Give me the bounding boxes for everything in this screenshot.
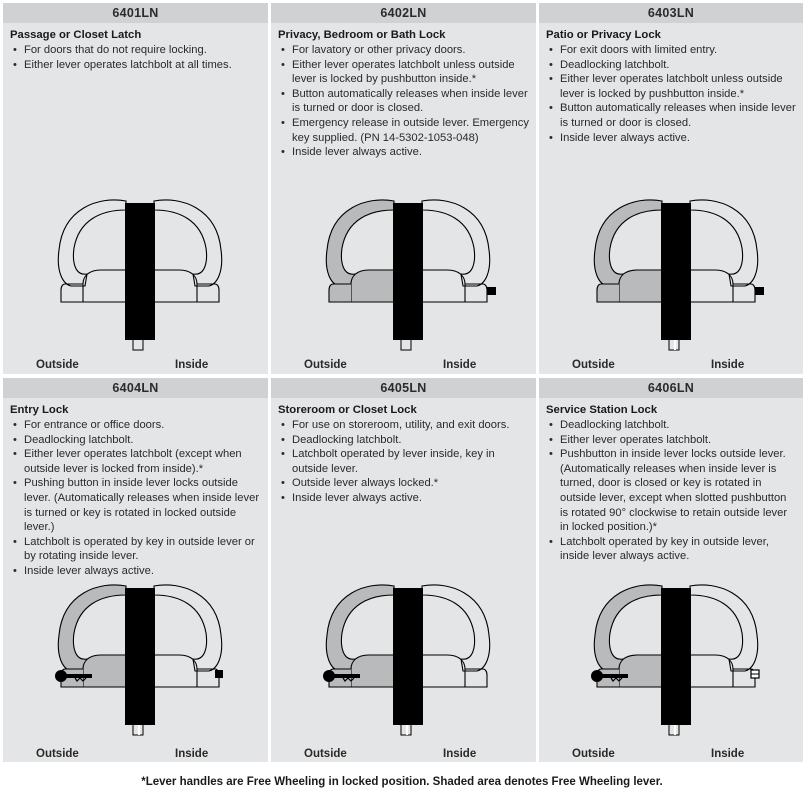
outside-label: Outside [304,359,347,371]
feature-list: For doors that do not require locking. E… [10,43,262,72]
outside-label: Outside [36,359,79,371]
lever-diagram-privacy [325,199,496,351]
outside-label: Outside [572,359,615,371]
card-title: Storeroom or Closet Lock [278,404,417,416]
lever-diagram-entry [55,584,223,736]
slotted-pushbutton-icon [750,669,760,679]
door-edge [661,203,691,340]
inside-label: Inside [443,359,477,371]
door-edge [661,588,691,725]
key-icon [55,670,92,682]
lock-card-6402ln: 6402LN Privacy, Bedroom or Bath Lock For… [271,3,536,374]
feature-list: For entrance or office doors. Deadlockin… [10,418,262,579]
door-edge [393,203,423,340]
feature-list: For use on storeroom, utility, and exit … [278,418,530,506]
feature-list: For exit doors with limited entry. Deadl… [546,43,797,145]
feature-item: Either lever operates latchbolt. [546,433,797,448]
feature-item: Either lever operates latchbolt unless o… [278,58,530,87]
feature-item: For entrance or office doors. [10,418,262,433]
lever-diagram-passage [57,199,223,351]
feature-item: Deadlocking latchbolt. [278,433,530,448]
lever-diagram-storeroom [323,584,491,736]
feature-item: Deadlocking latchbolt. [10,433,262,448]
lock-card-6404ln: 6404LN Entry Lock For entrance or office… [3,378,268,762]
feature-item: For use on storeroom, utility, and exit … [278,418,530,433]
feature-item: Inside lever always active. [546,131,797,146]
card-code: 6402LN [271,3,536,23]
footnote: *Lever handles are Free Wheeling in lock… [141,776,663,788]
pushbutton [487,287,496,295]
feature-list: For lavatory or other privacy doors. Eit… [278,43,530,160]
feature-item: Inside lever always active. [10,564,262,579]
lever-diagram-service-station [591,584,760,736]
latchbolt [132,340,144,351]
card-title: Privacy, Bedroom or Bath Lock [278,29,446,41]
lock-card-6406ln: 6406LN Service Station Lock Deadlocking … [539,378,803,762]
card-code: 6403LN [539,3,803,23]
lock-card-6403ln: 6403LN Patio or Privacy Lock For exit do… [539,3,803,374]
feature-item: Either lever operates latchbolt (except … [10,447,262,476]
feature-list: Deadlocking latchbolt. Either lever oper… [546,418,797,564]
key-icon [591,670,628,682]
card-title: Service Station Lock [546,404,658,416]
feature-item: For doors that do not require locking. [10,43,262,58]
card-code: 6406LN [539,378,803,398]
outside-label: Outside [572,748,615,760]
key-icon [323,670,360,682]
outside-label: Outside [36,748,79,760]
door-edge [393,588,423,725]
card-title: Entry Lock [10,404,69,416]
feature-item: Inside lever always active. [278,145,530,160]
inside-label: Inside [175,748,209,760]
inside-label: Inside [711,748,745,760]
feature-item: Latchbolt operated by lever inside, key … [278,447,530,476]
lock-card-6401ln: 6401LN Passage or Closet Latch For doors… [3,3,268,374]
lever-diagram-patio [593,199,764,351]
feature-item: Pushing button in inside lever locks out… [10,476,262,534]
door-edge [125,203,155,340]
pushbutton [215,670,223,678]
feature-item: Deadlocking latchbolt. [546,418,797,433]
card-code: 6401LN [3,3,268,23]
pushbutton [755,287,764,295]
feature-item: Deadlocking latchbolt. [546,58,797,73]
card-code: 6404LN [3,378,268,398]
feature-item: Latchbolt is operated by key in outside … [10,535,262,564]
latchbolt [400,340,412,351]
card-title: Patio or Privacy Lock [546,29,661,41]
feature-item: For exit doors with limited entry. [546,43,797,58]
inside-label: Inside [711,359,745,371]
feature-item: Either lever operates latchbolt at all t… [10,58,262,73]
feature-item: Button automatically releases when insid… [546,101,797,130]
feature-item: Button automatically releases when insid… [278,87,530,116]
card-code: 6405LN [271,378,536,398]
inside-label: Inside [175,359,209,371]
feature-item: For lavatory or other privacy doors. [278,43,530,58]
feature-item: Either lever operates latchbolt unless o… [546,72,797,101]
feature-item: Pushbutton in inside lever locks outside… [546,447,797,535]
lock-function-grid: 6401LN Passage or Closet Latch For doors… [3,3,803,762]
lock-card-6405ln: 6405LN Storeroom or Closet Lock For use … [271,378,536,762]
outside-label: Outside [304,748,347,760]
inside-label: Inside [443,748,477,760]
feature-item: Latchbolt operated by key in outside lev… [546,535,797,564]
door-edge [125,588,155,725]
feature-item: Inside lever always active. [278,491,530,506]
feature-item: Outside lever always locked.* [278,476,530,491]
card-title: Passage or Closet Latch [10,29,142,41]
feature-item: Emergency release in outside lever. Emer… [278,116,530,145]
